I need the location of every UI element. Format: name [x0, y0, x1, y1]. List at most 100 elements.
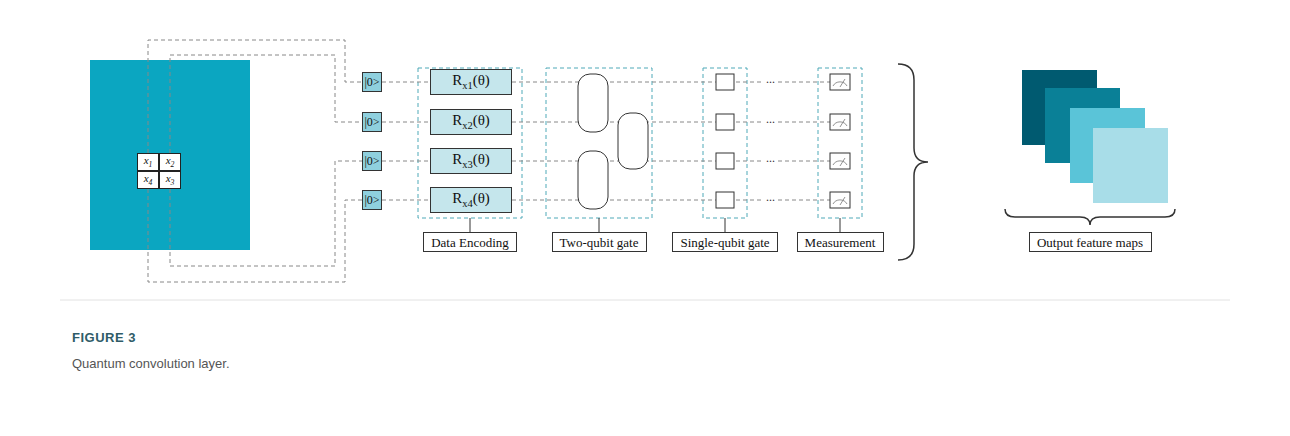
- meter-arc: [833, 200, 847, 204]
- ellipsis-label: ...: [764, 191, 777, 203]
- curly-brace: [898, 64, 928, 260]
- meter-arc: [833, 82, 847, 86]
- text-part: R: [452, 190, 462, 206]
- qubit-wire: [148, 189, 362, 282]
- text-part: x1: [462, 80, 473, 91]
- node-text: Rx1(θ): [452, 73, 490, 92]
- meter-symbol: [830, 74, 850, 90]
- under-brace: [1005, 209, 1175, 225]
- text-part: (θ): [473, 112, 490, 128]
- group-label: Two-qubit gate: [552, 232, 647, 252]
- single-qubit-gate: [716, 74, 734, 90]
- two-qubit-gate: [578, 74, 608, 132]
- rotation-gate: Rx1(θ): [430, 69, 512, 95]
- meter-box: [830, 153, 850, 169]
- qubit-wire: [382, 82, 430, 83]
- qubit-wire: [382, 161, 430, 162]
- text-part: 1: [149, 160, 153, 169]
- text-part: x4: [462, 198, 473, 209]
- node-text: Output feature maps: [1037, 236, 1143, 249]
- qubit-state: |0>: [362, 151, 382, 171]
- text-part: R: [452, 112, 462, 128]
- text-part: (θ): [473, 190, 490, 206]
- node-text: Rx4(θ): [452, 191, 490, 210]
- encoding-group: [418, 68, 522, 218]
- qubit-wires: [512, 82, 830, 200]
- node-text: |0>: [364, 116, 379, 128]
- meter-arc: [833, 122, 847, 126]
- meter-arc: [833, 161, 847, 165]
- text-part: x: [144, 172, 149, 184]
- node-text: Rx2(θ): [452, 113, 490, 132]
- pixel-cell: x3: [159, 171, 181, 189]
- meter-needle: [840, 79, 845, 87]
- meter-symbol: [830, 114, 850, 130]
- text-part: R: [452, 72, 462, 88]
- two-qubit-group: [546, 68, 652, 218]
- leader-line: [840, 218, 841, 232]
- text-part: 2: [171, 160, 175, 169]
- meter-box: [830, 74, 850, 90]
- ellipsis-label: ...: [764, 152, 777, 164]
- qubit-wire: [170, 55, 362, 153]
- text-part: x: [166, 172, 171, 184]
- meter-box: [830, 192, 850, 208]
- measurement-group: [818, 68, 862, 218]
- leader-line: [470, 218, 471, 232]
- node-text: Rx3(θ): [452, 152, 490, 171]
- node-text: x3: [166, 173, 175, 187]
- node-text: Single-qubit gate: [680, 236, 769, 249]
- measurement-meters: [830, 74, 850, 208]
- meter-symbol: [830, 192, 850, 208]
- qubit-wire: [512, 82, 830, 83]
- pixel-cell: x1: [137, 153, 159, 171]
- feature-map: [1093, 128, 1168, 203]
- group-label: Output feature maps: [1029, 232, 1152, 252]
- rotation-gate: Rx3(θ): [430, 148, 512, 174]
- text-part: x: [166, 154, 171, 166]
- text-part: x3: [462, 159, 473, 170]
- node-text: x2: [166, 155, 175, 169]
- node-text: Two-qubit gate: [560, 236, 639, 249]
- two-qubit-gate: [578, 151, 608, 209]
- node-text: x4: [144, 173, 153, 187]
- leader-line: [725, 218, 726, 232]
- qubit-wire: [512, 200, 830, 201]
- node-text: Measurement: [805, 236, 876, 249]
- text-part: x2: [462, 120, 473, 131]
- group-label: Single-qubit gate: [672, 232, 778, 252]
- node-text: Data Encoding: [431, 236, 509, 249]
- node-text: |0>: [364, 76, 379, 88]
- text-part: (θ): [473, 72, 490, 88]
- figure-title: FIGURE 3: [72, 330, 136, 345]
- qubit-wire: [512, 161, 830, 162]
- meter-box: [830, 114, 850, 130]
- qubit-wire: [170, 161, 362, 266]
- ellipsis-label: ...: [764, 73, 777, 85]
- text-part: 3: [171, 178, 175, 187]
- meter-needle: [840, 197, 845, 205]
- node-text: |0>: [364, 155, 379, 167]
- meter-symbol: [830, 153, 850, 169]
- node-text: |0>: [364, 194, 379, 206]
- qubit-state: |0>: [362, 112, 382, 132]
- two-qubit-gate: [618, 113, 648, 169]
- group-label: Data Encoding: [423, 232, 517, 252]
- text-part: x: [144, 154, 149, 166]
- figure-caption: Quantum convolution layer.: [72, 356, 230, 371]
- pixel-cell: x4: [137, 171, 159, 189]
- meter-needle: [840, 158, 845, 166]
- single-qubit-gates: [716, 74, 734, 208]
- rotation-gate: Rx2(θ): [430, 109, 512, 135]
- single-qubit-group: [703, 68, 747, 218]
- qubit-wire: [382, 122, 430, 123]
- caption-rule: [60, 300, 1230, 301]
- rotation-gate: Rx4(θ): [430, 187, 512, 213]
- single-qubit-gate: [716, 153, 734, 169]
- text-part: R: [452, 151, 462, 167]
- meter-needle: [840, 119, 845, 127]
- text-part: 4: [149, 178, 153, 187]
- text-part: (θ): [473, 151, 490, 167]
- qubit-state: |0>: [362, 72, 382, 92]
- pixel-cell: x2: [159, 153, 181, 171]
